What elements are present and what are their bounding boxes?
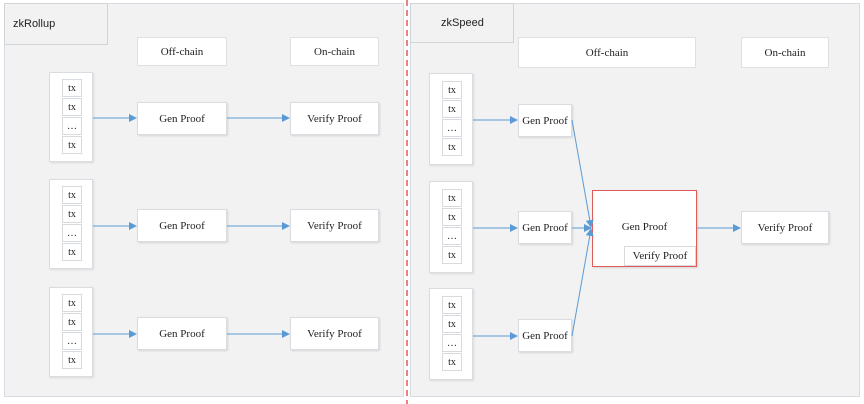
tx-cell: tx bbox=[442, 246, 462, 264]
left-verify-proof-3: Verify Proof bbox=[290, 317, 379, 350]
tx-cell: tx bbox=[62, 98, 82, 116]
left-gen-proof-1: Gen Proof bbox=[137, 102, 227, 135]
right-tx-batch-2: tx tx … tx bbox=[429, 181, 473, 273]
aggregate-gen-proof-label: Gen Proof bbox=[621, 221, 668, 233]
tx-cell: tx bbox=[62, 136, 82, 154]
tx-cell: tx bbox=[442, 81, 462, 99]
aggregate-proof-box: Gen Proof Verify Proof bbox=[592, 190, 697, 267]
tx-cell: tx bbox=[442, 100, 462, 118]
tx-cell-ellipsis: … bbox=[62, 117, 82, 135]
tx-cell: tx bbox=[442, 315, 462, 333]
left-verify-proof-1: Verify Proof bbox=[290, 102, 379, 135]
right-gen-proof-3: Gen Proof bbox=[518, 319, 572, 352]
tx-cell: tx bbox=[62, 294, 82, 312]
zkrollup-title: zkRollup bbox=[4, 3, 108, 45]
tx-cell: tx bbox=[62, 243, 82, 261]
aggregate-verify-proof-label: Verify Proof bbox=[624, 246, 696, 266]
left-offchain-header: Off-chain bbox=[137, 37, 227, 66]
left-gen-proof-2: Gen Proof bbox=[137, 209, 227, 242]
tx-cell: tx bbox=[442, 189, 462, 207]
tx-cell: tx bbox=[442, 296, 462, 314]
left-tx-batch-2: tx tx … tx bbox=[49, 179, 93, 269]
right-onchain-header: On-chain bbox=[741, 37, 829, 68]
tx-cell-ellipsis: … bbox=[442, 119, 462, 137]
left-tx-batch-3: tx tx … tx bbox=[49, 287, 93, 377]
tx-cell: tx bbox=[442, 353, 462, 371]
tx-cell: tx bbox=[442, 208, 462, 226]
left-gen-proof-3: Gen Proof bbox=[137, 317, 227, 350]
right-final-verify-proof: Verify Proof bbox=[741, 211, 829, 244]
tx-cell: tx bbox=[62, 186, 82, 204]
left-tx-batch-1: tx tx … tx bbox=[49, 72, 93, 162]
right-gen-proof-2: Gen Proof bbox=[518, 211, 572, 244]
tx-cell: tx bbox=[62, 79, 82, 97]
tx-cell: tx bbox=[442, 138, 462, 156]
right-offchain-header: Off-chain bbox=[518, 37, 696, 68]
tx-cell-ellipsis: … bbox=[442, 334, 462, 352]
zkspeed-title: zkSpeed bbox=[410, 3, 514, 43]
tx-cell-ellipsis: … bbox=[62, 332, 82, 350]
tx-cell-ellipsis: … bbox=[62, 224, 82, 242]
arrow-connector bbox=[571, 228, 594, 337]
right-tx-batch-1: tx tx … tx bbox=[429, 73, 473, 165]
right-gen-proof-1: Gen Proof bbox=[518, 104, 572, 137]
right-tx-batch-3: tx tx … tx bbox=[429, 288, 473, 380]
tx-cell-ellipsis: … bbox=[442, 227, 462, 245]
arrow-connector bbox=[571, 119, 594, 228]
tx-cell: tx bbox=[62, 351, 82, 369]
tx-cell: tx bbox=[62, 313, 82, 331]
left-verify-proof-2: Verify Proof bbox=[290, 209, 379, 242]
tx-cell: tx bbox=[62, 205, 82, 223]
left-onchain-header: On-chain bbox=[290, 37, 379, 66]
